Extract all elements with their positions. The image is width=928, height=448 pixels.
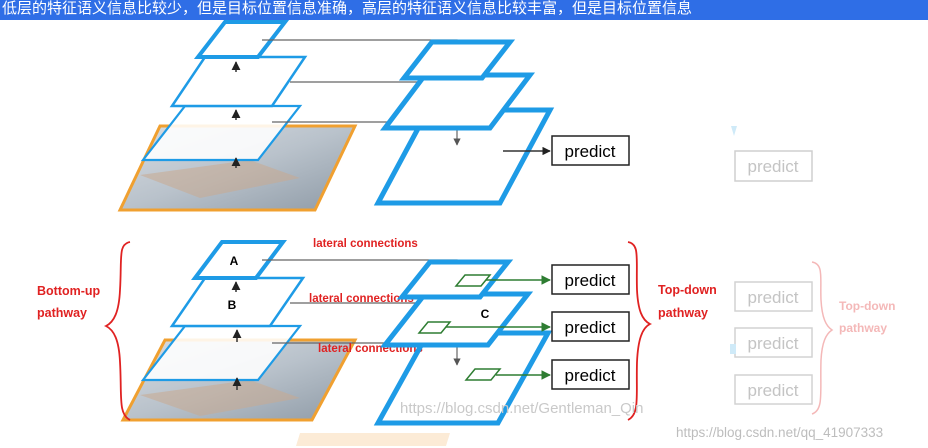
- top-down-brace: [627, 241, 653, 421]
- top-down-label-2: pathway: [658, 306, 708, 320]
- top-level: [193, 20, 290, 59]
- banner-text: 低层的特征语义信息比较少，但是目标位置信息准确，高层的特征语义信息比较丰富，但是…: [0, 0, 928, 20]
- predict-label-3: predict: [564, 366, 615, 385]
- bottom-up-label-2: pathway: [37, 306, 87, 320]
- ghost-predict-label-2: predict: [747, 334, 798, 353]
- node-a-level: [191, 240, 287, 280]
- node-c: C: [481, 307, 490, 321]
- ghost-bottom: predict predict predict Top-down pathway: [730, 261, 895, 415]
- top-down-label-1: Top-down: [658, 283, 717, 297]
- bottom-diagram: A B lateral connections lateral connecti…: [37, 238, 717, 426]
- bottom-up-label-1: Bottom-up: [37, 284, 101, 298]
- feature-rhombus-3: [464, 368, 502, 381]
- node-b: B: [228, 298, 237, 312]
- node-a: A: [230, 254, 239, 268]
- top-diagram: predict: [117, 20, 630, 212]
- node-b-level: [169, 276, 306, 328]
- ghost-predict-label: predict: [747, 157, 798, 176]
- bottom-up-brace: [103, 241, 131, 421]
- middle-level: [169, 55, 308, 108]
- ghost-predict-label-3: predict: [747, 381, 798, 400]
- ghost-predict-label-1: predict: [747, 288, 798, 307]
- predict-box: [551, 135, 630, 166]
- feature-rhombus-1: [454, 274, 492, 287]
- watermark-secondary: https://blog.csdn.net/qq_41907333: [676, 425, 883, 440]
- feature-rhombus-2: [417, 321, 452, 334]
- lateral-label-1: lateral connections: [313, 238, 418, 250]
- predict-label-2: predict: [564, 318, 615, 337]
- ghost-top-down-1: Top-down: [839, 299, 895, 313]
- ghost-top: predict: [731, 126, 813, 182]
- predict-label: predict: [564, 142, 615, 161]
- ghost-top-down-2: pathway: [839, 321, 887, 335]
- predict-label-1: predict: [564, 271, 615, 290]
- watermark-primary: https://blog.csdn.net/Gentleman_Qin: [400, 400, 643, 417]
- lateral-label-2: lateral connections: [309, 293, 414, 305]
